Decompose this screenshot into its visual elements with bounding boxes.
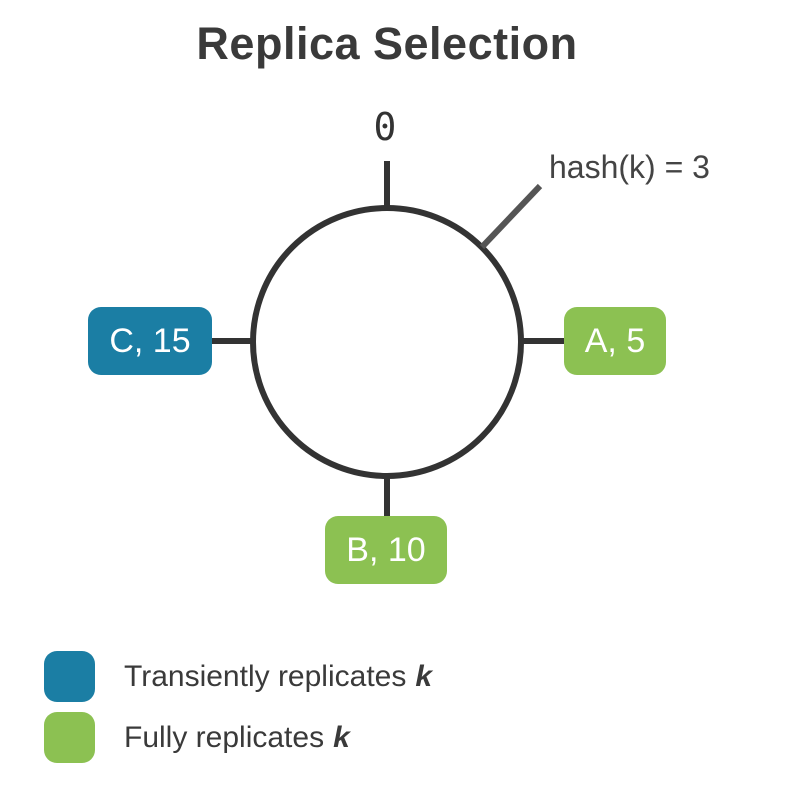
node-c-box: C, 15 — [88, 307, 212, 375]
key-symbol: k — [333, 720, 350, 754]
hash-annotation: hash(k) = 3 — [549, 149, 710, 185]
legend-text-transient: Transiently replicates — [124, 659, 407, 693]
key-symbol: k — [415, 659, 433, 693]
hash-ring-circle — [250, 205, 524, 479]
node-b-box: B, 10 — [325, 516, 447, 584]
page-title: Replica Selection — [196, 18, 578, 69]
legend-text-full: Fully replicates — [124, 720, 325, 754]
ring-position-0-label: 0 — [373, 105, 397, 149]
transient-color-swatch — [44, 651, 95, 702]
node-a-box: A, 5 — [564, 307, 666, 375]
hash-pointer-line — [479, 183, 543, 250]
full-color-swatch — [44, 712, 95, 763]
